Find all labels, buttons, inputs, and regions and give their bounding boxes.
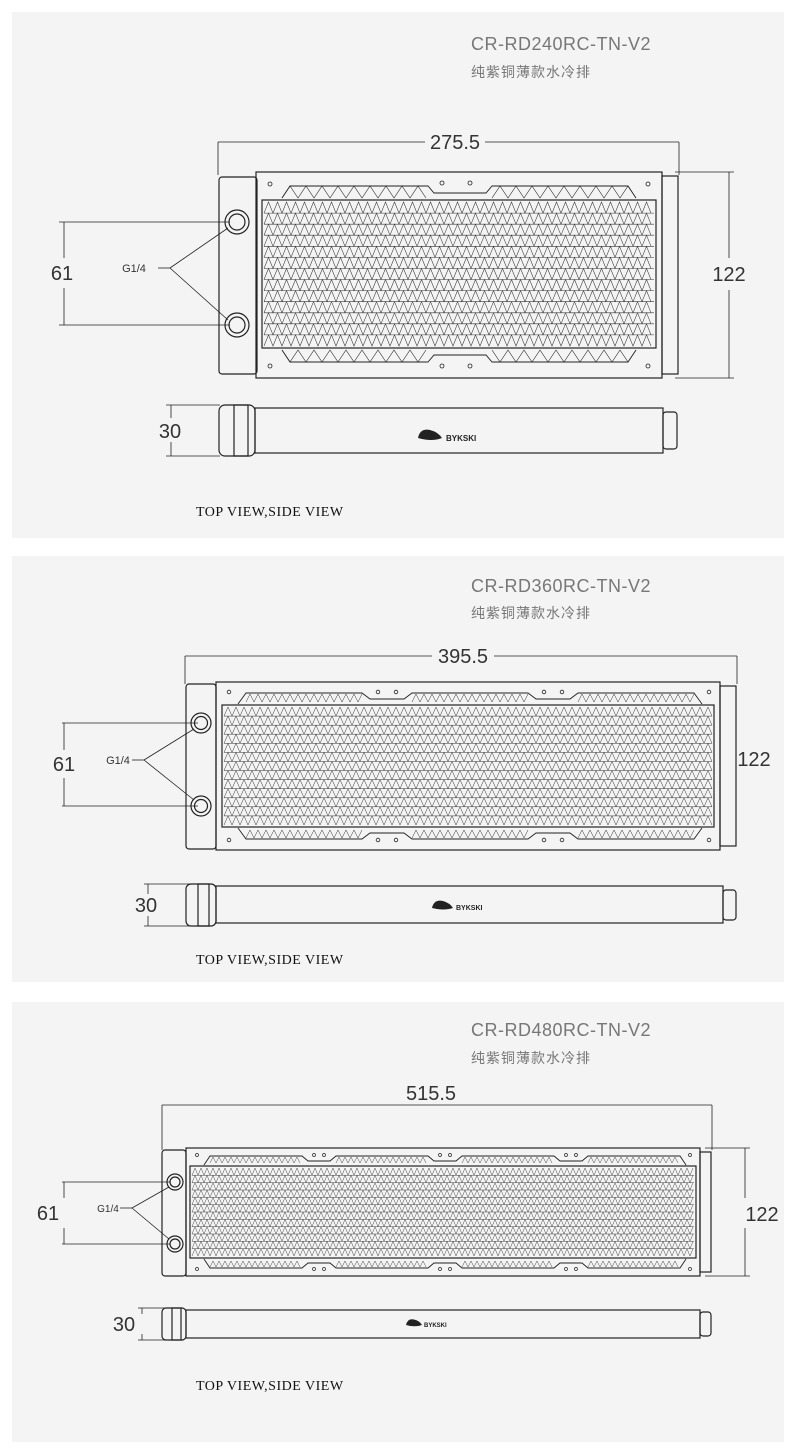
- height-dimension: 122: [737, 749, 770, 771]
- thickness-dimension: 30: [135, 895, 157, 917]
- thickness-dimension: 30: [113, 1314, 135, 1336]
- height-dimension: 122: [712, 264, 745, 286]
- svg-text:BYKSKI: BYKSKI: [446, 434, 476, 443]
- fin-pattern: [209, 1156, 301, 1164]
- model-title: CR-RD480RC-TN-V2: [471, 1020, 652, 1040]
- fin-pattern: [577, 693, 695, 703]
- brand-logo: BYKSKI: [418, 429, 476, 443]
- brand-logo: BYKSKI: [432, 900, 483, 912]
- view-caption: TOP VIEW,SIDE VIEW: [196, 505, 344, 520]
- brand-logo: BYKSKI: [406, 1319, 447, 1329]
- width-dimension: 515.5: [406, 1083, 456, 1105]
- model-subtitle: 纯紫铜薄款水冷排: [471, 1051, 591, 1067]
- thickness-dimension: 30: [159, 421, 181, 443]
- fin-pattern: [335, 1260, 427, 1268]
- diagram-panel-240: [12, 12, 784, 538]
- width-dimension: 275.5: [430, 132, 480, 154]
- view-caption: TOP VIEW,SIDE VIEW: [196, 1379, 344, 1394]
- model-title: CR-RD360RC-TN-V2: [471, 576, 652, 596]
- port-spacing-dimension: 61: [53, 754, 75, 776]
- view-caption: TOP VIEW,SIDE VIEW: [196, 953, 344, 968]
- svg-text:BYKSKI: BYKSKI: [456, 905, 483, 912]
- fin-pattern: [411, 829, 529, 839]
- model-subtitle: 纯紫铜薄款水冷排: [471, 606, 591, 622]
- fin-pattern: [223, 706, 713, 826]
- fin-pattern: [191, 1167, 694, 1257]
- height-dimension: 122: [745, 1204, 778, 1226]
- svg-text:BYKSKI: BYKSKI: [424, 1323, 447, 1329]
- model-title: CR-RD240RC-TN-V2: [471, 34, 652, 54]
- fin-pattern: [587, 1156, 679, 1164]
- fin-pattern: [209, 1260, 301, 1268]
- fin-pattern: [245, 829, 363, 839]
- fin-pattern: [411, 693, 529, 703]
- model-subtitle: 纯紫铜薄款水冷排: [471, 65, 591, 81]
- fin-pattern: [587, 1260, 679, 1268]
- width-dimension: 395.5: [438, 646, 488, 668]
- port-thread-label: G1/4: [106, 755, 130, 767]
- port-thread-label: G1/4: [122, 263, 146, 275]
- fin-pattern: [263, 201, 654, 347]
- port-spacing-dimension: 61: [51, 263, 73, 285]
- fin-pattern: [577, 829, 695, 839]
- fin-pattern: [245, 693, 363, 703]
- fin-pattern: [335, 1156, 427, 1164]
- port-thread-label: G1/4: [97, 1204, 119, 1215]
- fin-pattern: [461, 1260, 553, 1268]
- fin-pattern: [461, 1156, 553, 1164]
- port-spacing-dimension: 61: [37, 1203, 59, 1225]
